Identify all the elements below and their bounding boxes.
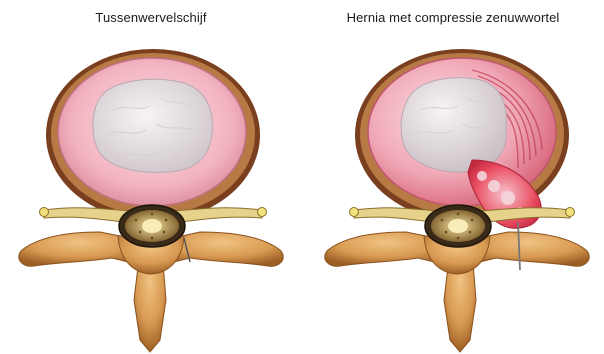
panel-herniated-disc: Hernia met compressie zenuwwortel [302, 0, 604, 354]
nucleus-pulposus [401, 78, 506, 172]
nucleus-pulposus [93, 79, 212, 172]
panel-healthy-disc: Tussenwervelschijf [0, 0, 302, 354]
herniated-disc-illustration [302, 0, 604, 354]
compressed-nerve-pointer [518, 222, 520, 270]
healthy-disc-illustration [0, 0, 302, 354]
